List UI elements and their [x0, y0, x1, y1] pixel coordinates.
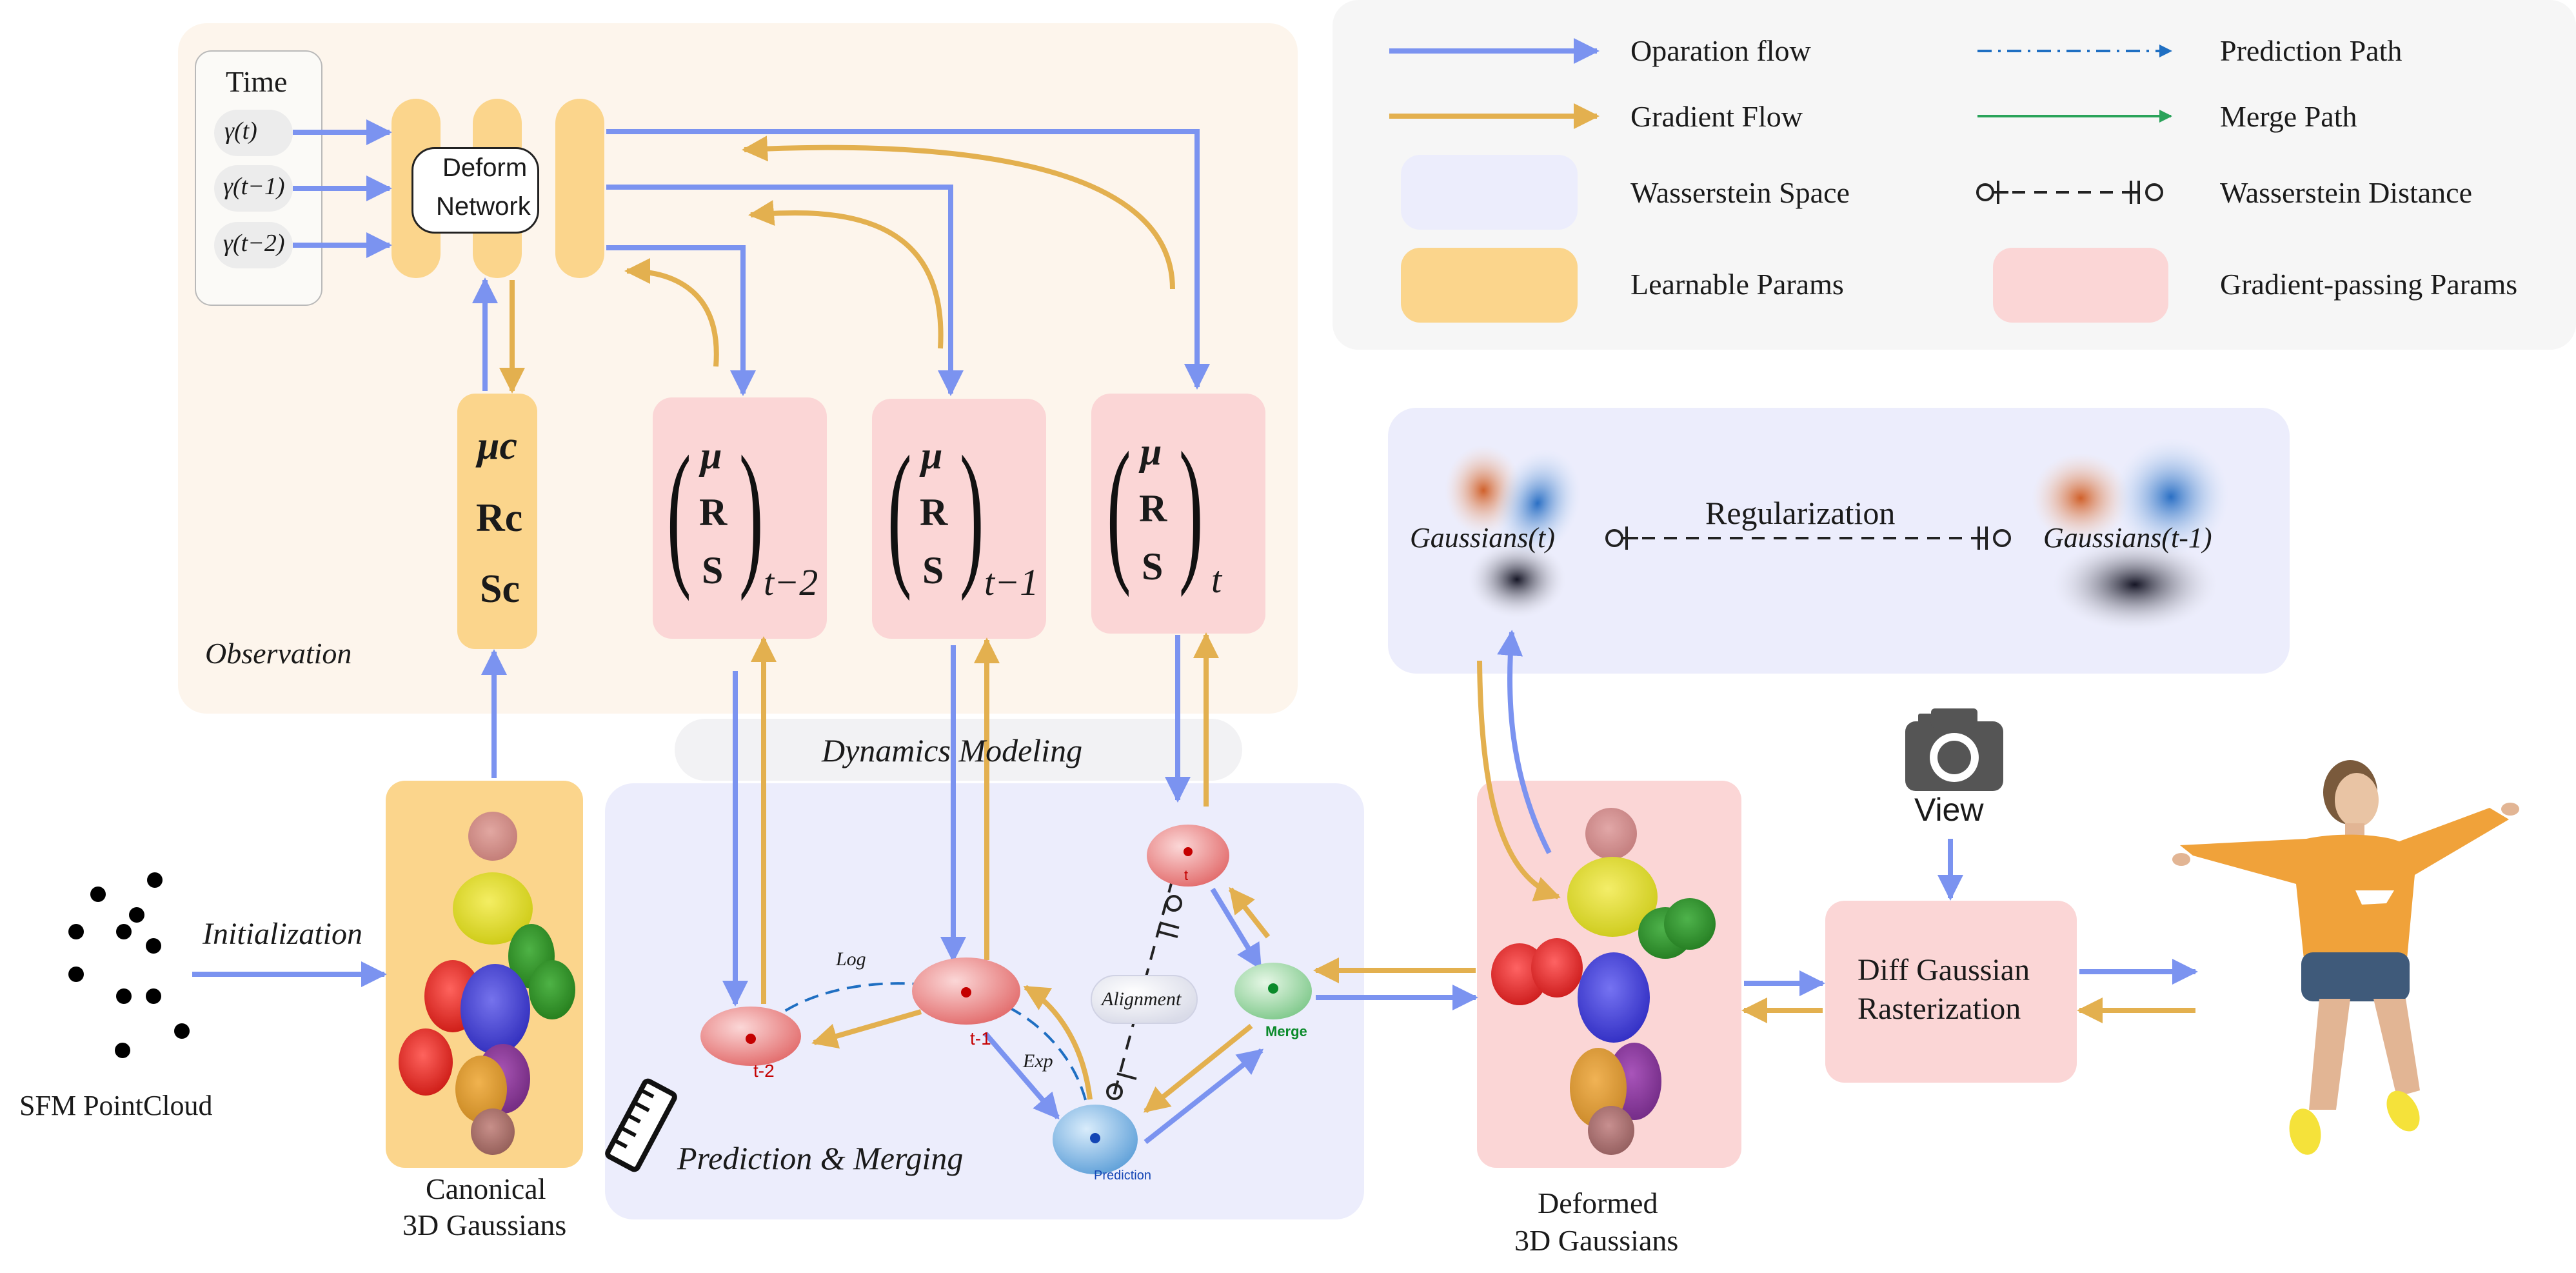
deform-to-params-t2-arrow — [606, 245, 756, 396]
dynamics-modeling-title: Dynamics Modeling — [822, 732, 1083, 768]
params-t2-r: R — [699, 491, 728, 534]
observation-label: Observation — [205, 637, 352, 670]
gaussians-t-label: Gaussians(t) — [1410, 522, 1555, 554]
canonical-gaussian-blobs — [399, 812, 575, 1155]
deform-to-params-t-arrow — [606, 129, 1210, 390]
prediction-merging-label: Prediction & Merging — [677, 1140, 964, 1176]
params-t-s: S — [1142, 545, 1164, 588]
regularization-to-deformed-gradient — [1477, 660, 1561, 901]
time-title: Time — [226, 65, 288, 98]
prediction-to-merge-arrow — [1144, 1048, 1264, 1145]
deform-network-label-1: Deform — [442, 154, 528, 182]
ruler-icon — [605, 1078, 677, 1172]
time-input-t2-pill — [214, 222, 293, 268]
legend-merge-path-label: Merge Path — [2220, 100, 2357, 133]
params-t2-subscript: t−2 — [764, 561, 818, 603]
deformed-gaussian-blobs — [1491, 808, 1716, 1155]
params-t1-s: S — [922, 549, 944, 592]
legend-wasserstein-space-label: Wasserstein Space — [1630, 176, 1850, 209]
node-merge-label: Merge — [1265, 1023, 1307, 1039]
merge-to-prediction-gradient — [1143, 1023, 1253, 1114]
diff-gaussian-rasterization-box — [1825, 901, 2077, 1083]
t1-to-prediction-arrow — [983, 1032, 1060, 1120]
deform-network-label-2: Network — [436, 192, 531, 221]
dynamics-modeling-banner — [675, 719, 1242, 781]
rendered-human-figure — [2172, 760, 2519, 1155]
rasterizer-label-2: Rasterization — [1858, 992, 2021, 1026]
params-t1-r: R — [920, 491, 948, 534]
regularization-title: Regularization — [1705, 495, 1896, 531]
params-t2-s: S — [702, 549, 724, 592]
params-t2-box — [653, 397, 827, 639]
prediction-to-t1-gradient — [1023, 985, 1093, 1100]
canonical-mu: μc — [477, 424, 517, 468]
deformed-caption-1: Deformed — [1538, 1187, 1658, 1219]
exp-label: Exp — [1023, 1050, 1053, 1072]
node-prediction-label: Prediction — [1094, 1168, 1151, 1183]
time-input-t-pill — [214, 110, 293, 156]
legend-prediction-path-label: Prediction Path — [2220, 34, 2403, 67]
view-label: View — [1914, 792, 1984, 828]
node-t-label: t — [1184, 867, 1189, 883]
time-input-t-minus-1: γ(t−1) — [223, 173, 285, 200]
params-t-subscript: t — [1211, 559, 1222, 601]
params-t-gradient-curve — [742, 135, 1175, 290]
params-t1-box — [872, 399, 1046, 639]
params-t-r: R — [1139, 487, 1167, 530]
deformed-to-regularization-arrow — [1497, 630, 1552, 854]
time-input-t-minus-2: γ(t−2) — [223, 230, 285, 257]
canonical-r: Rc — [476, 496, 523, 540]
legend-gradient-passing-label: Gradient-passing Params — [2220, 268, 2518, 301]
deform-layer-3 — [555, 99, 604, 278]
node-t2-label: t-2 — [753, 1061, 775, 1081]
regularization-wasserstein-line — [1605, 526, 2011, 550]
sfm-pointcloud-label: SFM PointCloud — [19, 1090, 213, 1121]
canonical-caption-2: 3D Gaussians — [402, 1208, 567, 1241]
merge-to-t-gradient — [1228, 887, 1271, 939]
deform-network-box — [411, 147, 539, 234]
params-t1-gradient-curve — [748, 200, 944, 349]
params-t1-mu: μ — [921, 434, 943, 477]
legend-operation-flow-label: Oparation flow — [1630, 34, 1811, 67]
params-t-mu: μ — [1140, 430, 1162, 473]
params-t1-subscript: t−1 — [984, 561, 1039, 603]
node-t1-label: t-1 — [970, 1028, 991, 1048]
time-input-t1-pill — [214, 165, 293, 212]
legend-learnable-swatch — [1401, 248, 1578, 323]
params-t2-mu: μ — [700, 434, 722, 477]
gaussians-t1-label: Gaussians(t-1) — [2043, 522, 2212, 554]
canonical-caption-1: Canonical — [426, 1172, 546, 1205]
deform-to-params-t1-arrow — [606, 185, 964, 396]
alignment-label: Alignment — [1102, 988, 1182, 1010]
sfm-point-cloud — [68, 872, 190, 1058]
canonical-params-box — [457, 394, 537, 649]
deformed-caption-2: 3D Gaussians — [1514, 1224, 1679, 1257]
log-label: Log — [836, 948, 866, 970]
gaussians-t-kernels — [1445, 445, 1581, 618]
legend-wasserstein-distance-symbol — [1976, 181, 2163, 204]
legend-wasserstein-distance-label: Wasserstein Distance — [2220, 176, 2472, 209]
canonical-s: Sc — [480, 567, 520, 611]
t1-to-t2-gradient — [811, 1009, 922, 1049]
camera-icon — [1905, 708, 2003, 791]
legend-gradient-flow-label: Gradient Flow — [1630, 100, 1803, 133]
params-t2-gradient-curve — [624, 258, 719, 367]
initialization-label: Initialization — [203, 917, 363, 951]
legend-wasserstein-swatch — [1401, 155, 1578, 230]
legend-learnable-params-label: Learnable Params — [1630, 268, 1844, 301]
gaussians-t1-kernels — [2032, 437, 2230, 631]
alignment-pill — [1091, 975, 1198, 1024]
rasterizer-label-1: Diff Gaussian — [1858, 953, 2030, 987]
time-input-t: γ(t) — [224, 117, 257, 145]
alignment-wasserstein-line — [1106, 878, 1182, 1100]
legend-gradient-passing-swatch — [1993, 248, 2168, 323]
params-t-box — [1091, 394, 1265, 634]
t-to-merge-arrow — [1210, 887, 1263, 970]
